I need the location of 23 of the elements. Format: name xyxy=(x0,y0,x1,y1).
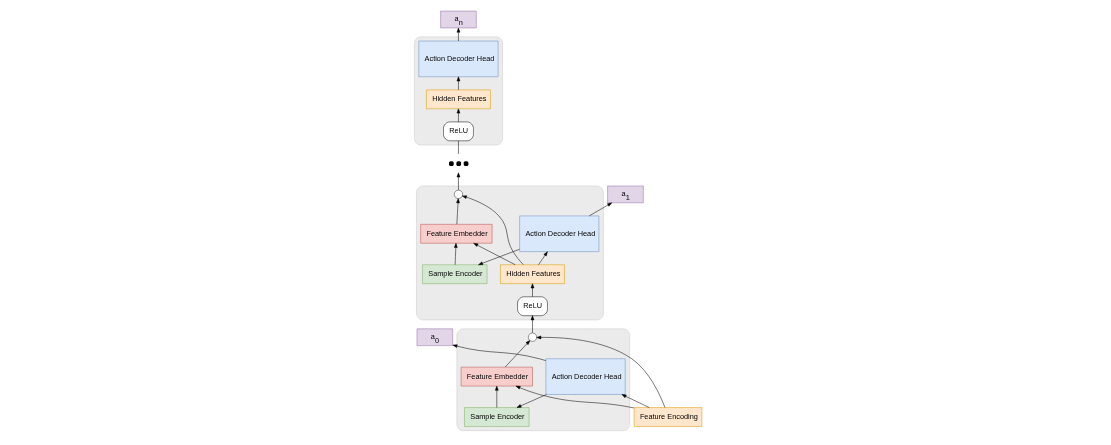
arrow xyxy=(477,248,520,265)
arrow xyxy=(456,27,460,41)
arrow xyxy=(621,393,650,408)
arrow xyxy=(516,393,547,408)
arrow xyxy=(537,250,548,265)
node-circle xyxy=(453,189,463,199)
arrow xyxy=(588,202,612,216)
arrow xyxy=(453,242,458,265)
arrow xyxy=(515,385,634,408)
arrow xyxy=(504,339,530,367)
arrow xyxy=(494,385,499,408)
arrow xyxy=(472,242,515,265)
arrow xyxy=(456,172,460,190)
node-circle xyxy=(527,332,537,342)
arrow xyxy=(535,335,665,408)
arrow xyxy=(461,195,523,265)
cluster xyxy=(413,36,503,145)
arrow xyxy=(530,283,534,297)
arrow xyxy=(456,108,460,122)
arrow xyxy=(452,343,546,361)
arrow xyxy=(455,197,460,224)
arrow xyxy=(530,314,534,333)
arrow xyxy=(456,76,460,90)
